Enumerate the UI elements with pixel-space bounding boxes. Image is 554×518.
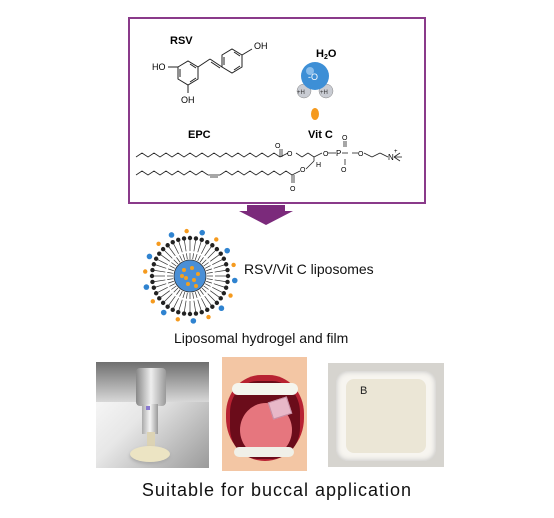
phosphate-o-right: O [358,151,364,158]
ho-left-label: HO [152,62,166,72]
vitc-label: Vit C [308,129,333,141]
water-molecule-icon: -O +H +H [296,62,334,99]
svg-text:+H: +H [320,90,328,96]
water-label: H2O [316,48,337,61]
rsv-label: RSV [170,35,193,47]
chemistry-panel: RSV OH HO OH H2O [128,17,426,204]
down-arrow-icon [239,205,293,225]
hydrogel-label: Liposomal hydrogel and film [174,330,349,346]
phosphorus-label: P [336,149,341,158]
svg-text:-O: -O [308,72,318,82]
oh-bottom-label: OH [181,95,195,105]
hydrogel-tube-photo [96,362,209,468]
phosphate-o-top: O [342,135,348,142]
ester-o-2: O [300,167,306,174]
epc-structure [135,141,402,183]
caption: Suitable for buccal application [141,480,413,500]
film-label-b: B [360,385,368,397]
nitrogen-charge: + [394,149,398,155]
resveratrol-structure [168,48,253,93]
chiral-h: H [316,162,321,169]
liposome-label: RSV/Vit C liposomes [244,261,374,277]
carbonyl-o-1: O [275,143,281,150]
vitc-dot-icon [311,108,319,120]
ester-o-3: O [323,151,329,158]
epc-label: EPC [188,129,211,141]
ester-o-1: O [287,151,293,158]
liposome-icon [143,228,238,324]
nitrogen-label: N [388,153,394,162]
film-tray-photo: B [328,363,444,467]
svg-text:+H: +H [297,90,305,96]
mouth-film-photo [222,357,307,471]
chemistry-diagram: RSV OH HO OH H2O [135,35,402,193]
oh-top-label: OH [254,41,268,51]
carbonyl-o-2: O [290,186,296,193]
phosphate-o-bottom: O [341,167,347,174]
